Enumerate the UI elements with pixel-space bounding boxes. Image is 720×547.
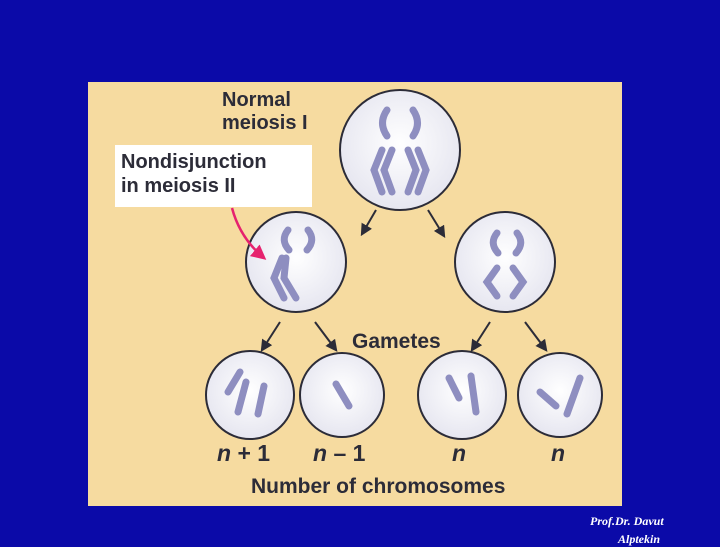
parent-cell xyxy=(339,89,461,211)
gamete-count-label-3: n xyxy=(452,440,466,467)
count-variable: n xyxy=(217,440,232,466)
number-of-chromosomes-label: Number of chromosomes xyxy=(251,475,506,498)
nondisjunction-label-line1: Nondisjunction xyxy=(121,151,267,173)
author-credit: Prof.Dr. Davut xyxy=(590,514,664,528)
nondisjunction-label: Nondisjunction in meiosis II xyxy=(121,150,267,198)
daughter-cell-right xyxy=(454,211,556,313)
gamete-cell-4 xyxy=(517,352,603,438)
nondisjunction-label-line2: in meiosis II xyxy=(121,175,236,197)
arrow-left-gamete-1 xyxy=(260,321,281,353)
normal-meiosis-label: Normal meiosis I xyxy=(222,89,308,135)
count-variable: n xyxy=(551,440,566,466)
gamete-count-label-2: n – 1 xyxy=(313,440,365,467)
gamete-cell-1 xyxy=(205,350,295,440)
arrow-left-gamete-2 xyxy=(314,321,338,352)
normal-label-line1: Normal xyxy=(222,89,291,111)
arrow-right-gamete-4 xyxy=(524,321,548,352)
gametes-label: Gametes xyxy=(352,330,441,353)
arrow-parent-left xyxy=(360,209,377,237)
daughter-cell-left xyxy=(245,211,347,313)
nondisjunction-pointer-arrow xyxy=(230,207,267,260)
normal-label-line2: meiosis I xyxy=(222,112,308,134)
arrow-parent-right xyxy=(427,209,446,239)
count-operator: – 1 xyxy=(327,440,366,466)
gamete-cell-3 xyxy=(417,350,507,440)
arrow-right-gamete-3 xyxy=(470,321,491,353)
count-variable: n xyxy=(452,440,467,466)
count-variable: n xyxy=(313,440,328,466)
gamete-cell-2 xyxy=(299,352,385,438)
nondisjunction-label-box xyxy=(115,145,312,207)
gamete-count-label-1: n + 1 xyxy=(217,440,270,467)
gamete-count-label-4: n xyxy=(551,440,565,467)
count-operator: + 1 xyxy=(231,440,271,466)
